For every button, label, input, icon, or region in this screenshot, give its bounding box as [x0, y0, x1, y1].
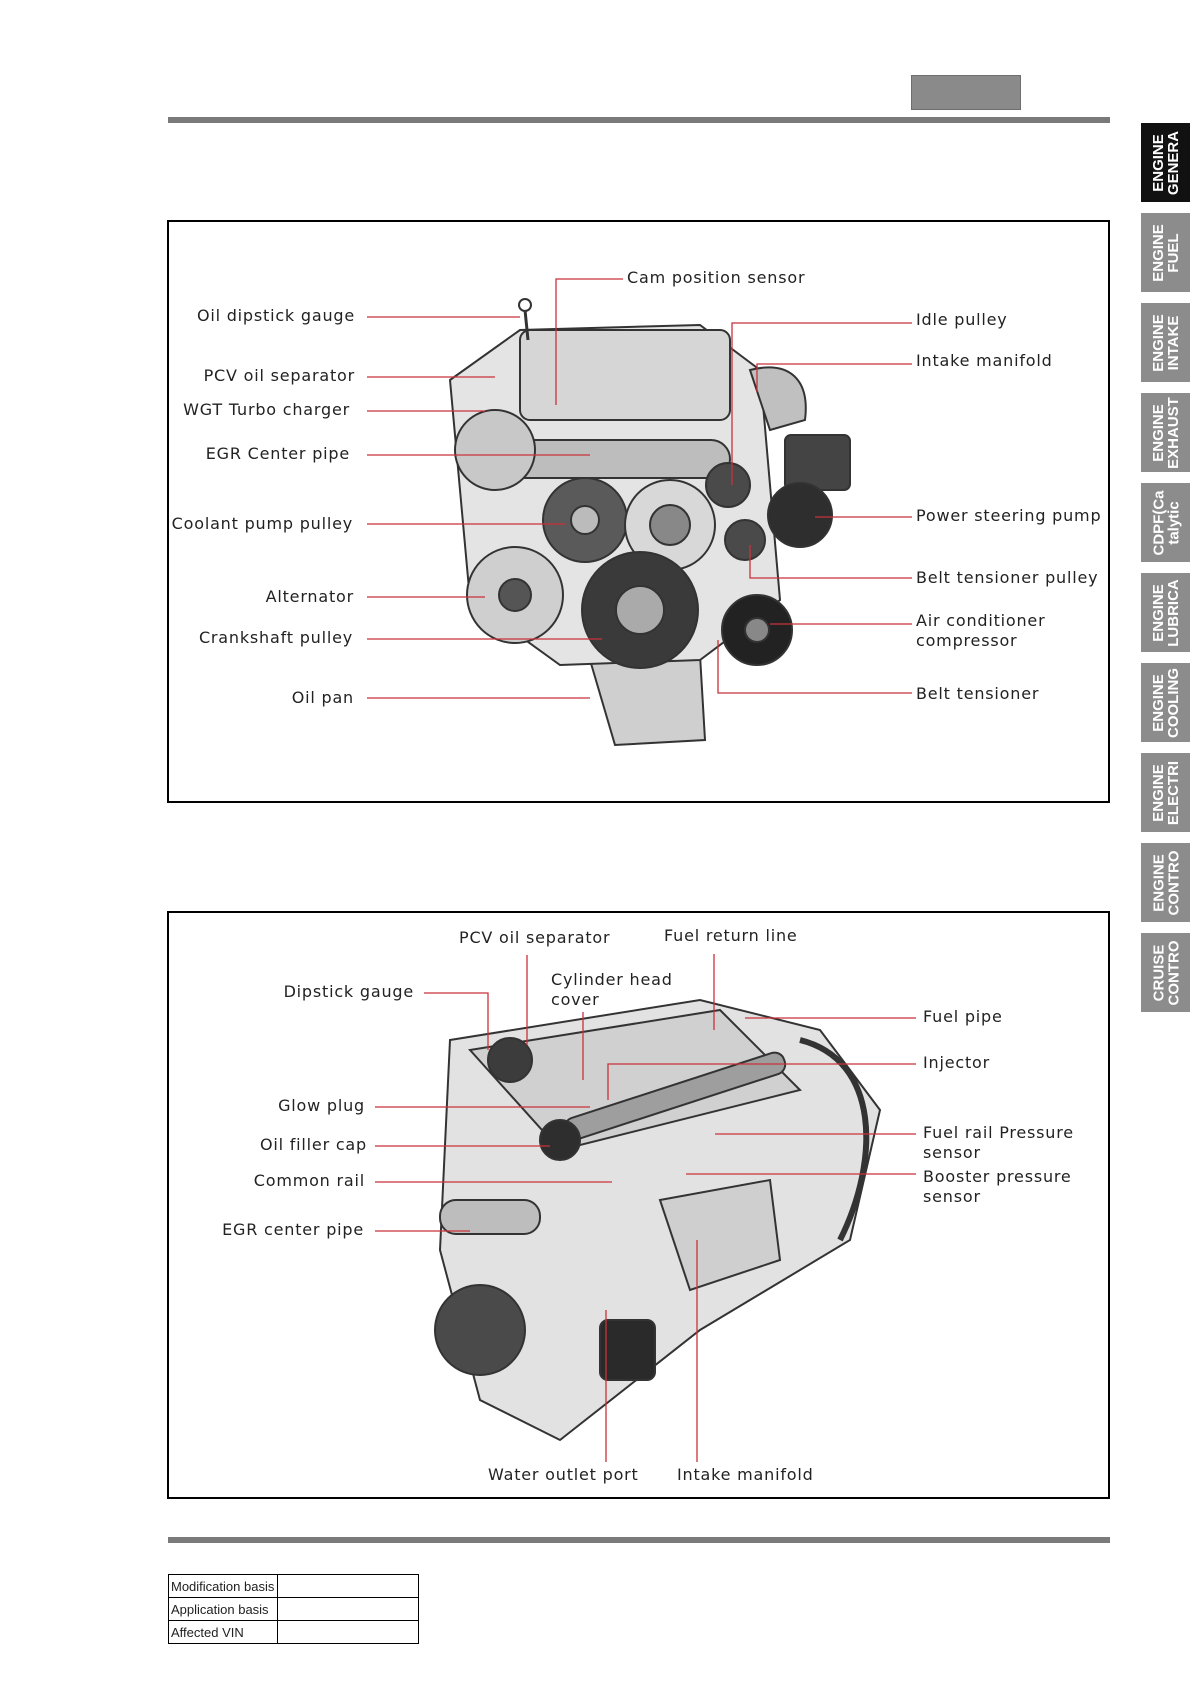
pcv-separator-shape [487, 1037, 533, 1083]
leader-lines-fig1 [367, 278, 912, 699]
label-intake-manifold: Intake manifold [677, 1465, 814, 1484]
ps-pump-shape [767, 482, 833, 548]
label-booster-pressure-sensor: Booster pressure sensor [923, 1167, 1072, 1206]
label-belt-tensioner-pulley: Belt tensioner pulley [916, 568, 1099, 587]
label-idle-pulley: Idle pulley [916, 310, 1008, 329]
header-section-tab [911, 75, 1021, 110]
tensioner-pulley-shape [724, 519, 766, 561]
pulley-stack-shape [434, 1284, 526, 1376]
label-dipstick-gauge: Dipstick gauge [283, 982, 414, 1001]
leader-belt-tensioner-pulley [749, 545, 912, 579]
intake-manifold-top-shape [658, 1178, 782, 1292]
label-crankshaft-pulley: Crankshaft pulley [198, 628, 353, 647]
table-row: Affected VIN [168, 1620, 419, 1644]
engine-top-drawing [434, 998, 882, 1442]
label-common-rail: Common rail [253, 1171, 365, 1190]
tab-engine-general[interactable]: ENGINE GENERA [1141, 123, 1190, 202]
label-cylinder-head-cover: Cylinder head cover [551, 970, 673, 1009]
tab-engine-exhaust[interactable]: ENGINE EXHAUST [1141, 393, 1190, 472]
label-power-steering-pump: Power steering pump [916, 506, 1102, 525]
leader-injector [607, 1063, 916, 1100]
label-belt-tensioner: Belt tensioner [916, 684, 1040, 703]
leader-lines-fig2 [375, 954, 916, 1462]
label-oil-dipstick-gauge: Oil dipstick gauge [196, 306, 355, 325]
label-fuel-rail-pressure-sensor: Fuel rail Pressure sensor [923, 1123, 1074, 1162]
label-air-conditioner-compressor: Air conditioner compressor [916, 611, 1046, 650]
leader-cam-position-sensor [555, 278, 623, 405]
label-oil-pan: Oil pan [291, 688, 354, 707]
table-key: Application basis [168, 1597, 278, 1621]
tab-engine-cooling[interactable]: ENGINE COOLING [1141, 663, 1190, 742]
tab-cruise-control[interactable]: CRUISE CONTRO [1141, 933, 1190, 1012]
label-alternator: Alternator [265, 587, 354, 606]
label-intake-manifold: Intake manifold [916, 351, 1053, 370]
footer-rule [168, 1537, 1110, 1543]
engine-front-drawing [448, 298, 851, 747]
tab-engine-control[interactable]: ENGINE CONTRO [1141, 843, 1190, 922]
label-water-outlet-port: Water outlet port [488, 1465, 639, 1484]
tab-engine-intake[interactable]: ENGINE INTAKE [1141, 303, 1190, 382]
label-pcv-oil-separator: PCV oil separator [203, 366, 355, 385]
intake-manifold-shape [748, 366, 807, 432]
turbo-shape [454, 409, 536, 491]
label-fuel-return-line: Fuel return line [664, 926, 798, 945]
revision-table: Modification basis Application basis Aff… [168, 1574, 419, 1644]
leader-idle-pulley [731, 322, 912, 485]
label-coolant-pump-pulley: Coolant pump pulley [171, 514, 353, 533]
table-key: Affected VIN [168, 1620, 278, 1644]
harness-shape [799, 1037, 870, 1242]
label-egr-center-pipe: EGR center pipe [222, 1220, 364, 1239]
table-value [277, 1620, 419, 1644]
table-key: Modification basis [168, 1574, 278, 1598]
tab-cdpf[interactable]: CDPF(Ca talytic [1141, 483, 1190, 562]
table-row: Application basis [168, 1597, 419, 1621]
table-value [277, 1574, 419, 1598]
leader-belt-tensioner [717, 640, 912, 694]
label-oil-filler-cap: Oil filler cap [259, 1135, 367, 1154]
leader-intake-manifold [756, 363, 912, 392]
label-cam-position-sensor: Cam position sensor [627, 268, 806, 287]
label-wgt-turbo-charger: WGT Turbo charger [183, 400, 350, 419]
table-row: Modification basis [168, 1574, 419, 1598]
header-rule [168, 117, 1110, 123]
label-injector: Injector [923, 1053, 990, 1072]
oil-filler-cap-shape [539, 1119, 581, 1161]
table-value [277, 1597, 419, 1621]
tab-engine-lubrication[interactable]: ENGINE LUBRICA [1141, 573, 1190, 652]
label-fuel-pipe: Fuel pipe [923, 1007, 1003, 1026]
label-glow-plug: Glow plug [278, 1096, 365, 1115]
label-pcv-oil-separator: PCV oil separator [459, 928, 611, 947]
cam-cover-shape [519, 329, 731, 421]
egr-pipe-top-shape [439, 1199, 541, 1235]
dipstick-shape [523, 309, 530, 341]
leader-dipstick-gauge [424, 992, 489, 1050]
label-egr-center-pipe: EGR Center pipe [205, 444, 350, 463]
tab-engine-electrical[interactable]: ENGINE ELECTRI [1141, 753, 1190, 832]
head-cover-shape [468, 1008, 802, 1152]
water-outlet-shape [599, 1319, 656, 1381]
idle-pulley-shape [705, 462, 751, 508]
tab-engine-fuel[interactable]: ENGINE FUEL [1141, 213, 1190, 292]
